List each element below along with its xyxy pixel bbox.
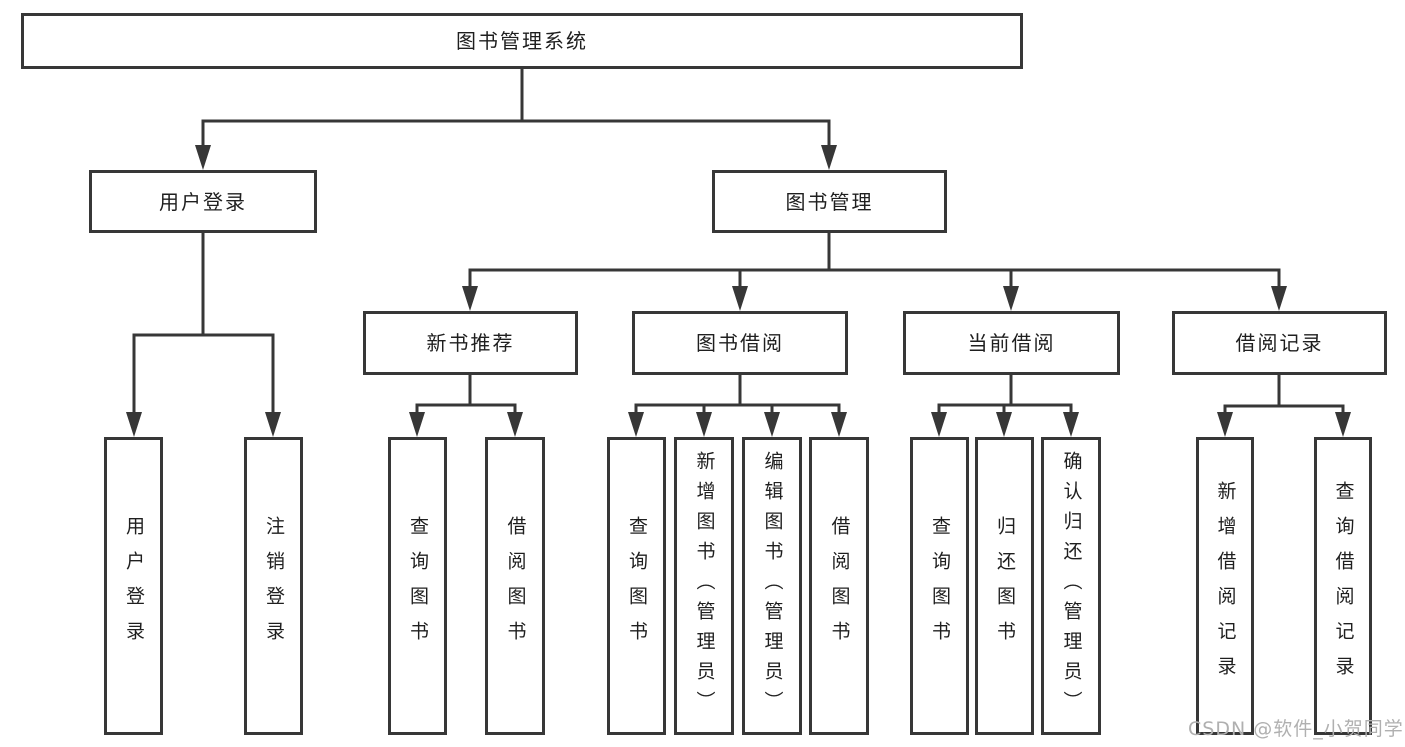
leaf-query-borrow-record: 查询借阅记录: [1314, 437, 1372, 735]
node-current-borrowing-label: 当前借阅: [967, 331, 1056, 355]
leaf-query-borrow-record-label: 查询借阅记录: [1332, 481, 1355, 691]
leaf-query-books-recommend: 查询图书: [388, 437, 447, 735]
leaf-query-books-recommend-label: 查询图书: [407, 516, 429, 656]
leaf-edit-books-admin-label: 编辑图书（管理员）: [761, 451, 784, 721]
node-user-login: 用户登录: [89, 170, 317, 233]
node-user-login-label: 用户登录: [159, 189, 247, 214]
leaf-return-books-label: 归还图书: [994, 516, 1016, 656]
leaf-query-books-borrowing-label: 查询图书: [626, 516, 648, 656]
leaf-user-login-label: 用户登录: [123, 516, 145, 656]
node-book-management-label: 图书管理: [785, 189, 874, 214]
node-new-book-recommend: 新书推荐: [363, 311, 578, 375]
leaf-add-borrow-record-label: 新增借阅记录: [1214, 481, 1237, 691]
connector-path: [132, 66, 1345, 415]
csdn-watermark: CSDN @软件_小贺同学: [1188, 718, 1404, 740]
node-borrowing-records: 借阅记录: [1172, 311, 1387, 375]
arrowheads: [126, 145, 1351, 437]
leaf-add-books-admin: 新增图书（管理员）: [674, 437, 734, 735]
leaf-return-books: 归还图书: [975, 437, 1034, 735]
leaf-add-borrow-record: 新增借阅记录: [1196, 437, 1254, 735]
node-new-book-recommend-label: 新书推荐: [426, 331, 515, 355]
node-borrowing-records-label: 借阅记录: [1235, 331, 1324, 355]
leaf-borrow-books: 借阅图书: [809, 437, 869, 735]
leaf-borrow-books-recommend: 借阅图书: [485, 437, 545, 735]
leaf-logout-label: 注销登录: [263, 516, 285, 656]
node-library-system: 图书管理系统: [21, 13, 1023, 69]
leaf-user-login: 用户登录: [104, 437, 163, 735]
leaf-query-books-borrowing: 查询图书: [607, 437, 666, 735]
node-current-borrowing: 当前借阅: [903, 311, 1120, 375]
node-book-borrowing-label: 图书借阅: [696, 331, 784, 355]
leaf-query-books-current-label: 查询图书: [929, 516, 951, 656]
leaf-edit-books-admin: 编辑图书（管理员）: [742, 437, 802, 735]
node-book-management: 图书管理: [712, 170, 947, 233]
leaf-borrow-books-recommend-label: 借阅图书: [504, 516, 527, 656]
node-book-borrowing: 图书借阅: [632, 311, 848, 375]
leaf-query-books-current: 查询图书: [910, 437, 969, 735]
leaf-confirm-return-admin-label: 确认归还（管理员）: [1060, 451, 1083, 721]
node-library-system-label: 图书管理系统: [456, 29, 588, 53]
leaf-logout: 注销登录: [244, 437, 303, 735]
leaf-add-books-admin-label: 新增图书（管理员）: [693, 451, 716, 721]
leaf-borrow-books-label: 借阅图书: [828, 516, 851, 656]
leaf-confirm-return-admin: 确认归还（管理员）: [1041, 437, 1101, 735]
